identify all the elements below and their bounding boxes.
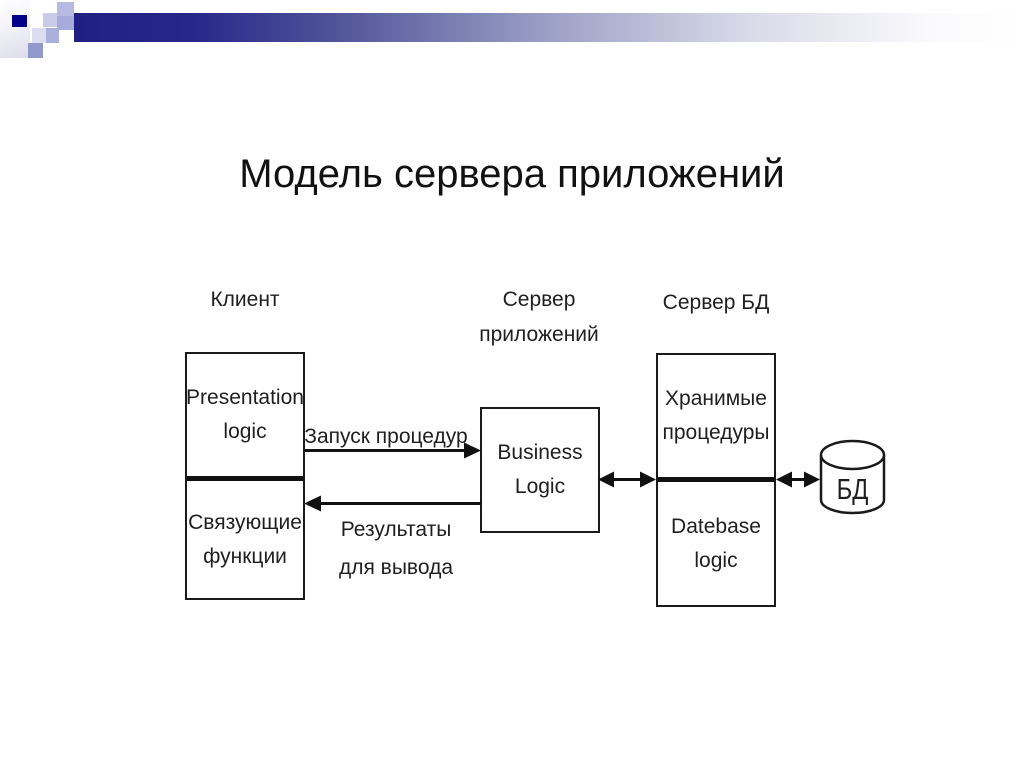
client-column-label: Клиент — [210, 288, 280, 311]
presentation-logic-label: Presentation logic — [186, 386, 304, 443]
response-arrow-label: Результаты для вывода — [338, 518, 454, 579]
deco-square — [57, 2, 74, 16]
deco-square — [28, 43, 43, 58]
deco-square — [32, 28, 46, 43]
business-logic-box: Business Logic — [480, 407, 600, 533]
response-arrowhead-icon — [304, 495, 321, 512]
db-server-column-label: Сервер БД — [662, 291, 770, 314]
db-storage-left-arrowhead-icon — [776, 471, 792, 488]
database-label: БД — [836, 474, 869, 506]
db-storage-right-arrowhead-icon — [804, 471, 820, 488]
client-box: Presentation logic Связующие функции — [185, 352, 305, 600]
header-gradient-bar — [74, 13, 1024, 42]
business-logic-label: Business Logic — [497, 441, 583, 498]
db-server-box-top-cell: Хранимые процедуры — [658, 355, 774, 477]
db-server-box: Хранимые процедуры Datebase logic — [656, 353, 776, 607]
client-box-bottom-cell: Связующие функции — [187, 481, 303, 598]
stored-procedures-label: Хранимые процедуры — [662, 387, 770, 444]
app-server-column-label: Сервер приложений — [479, 288, 599, 346]
db-server-box-divider — [658, 477, 774, 482]
request-arrow-label: Запуск процедур — [304, 425, 468, 448]
binding-functions-label: Связующие функции — [188, 510, 302, 568]
app-db-left-arrowhead-icon — [598, 471, 614, 488]
app-db-right-arrowhead-icon — [640, 471, 656, 488]
corner-gradient-panel — [0, 0, 30, 58]
deco-square — [43, 13, 57, 27]
deco-square — [46, 28, 59, 43]
deco-square — [12, 15, 27, 27]
client-box-divider — [187, 476, 303, 481]
client-box-top-cell: Presentation logic — [186, 354, 304, 476]
db-server-box-bottom-cell: Datebase logic — [658, 482, 774, 605]
database-logic-label: Datebase logic — [671, 514, 761, 572]
deco-square — [57, 16, 74, 30]
slide-title: Модель сервера приложений — [239, 152, 785, 196]
